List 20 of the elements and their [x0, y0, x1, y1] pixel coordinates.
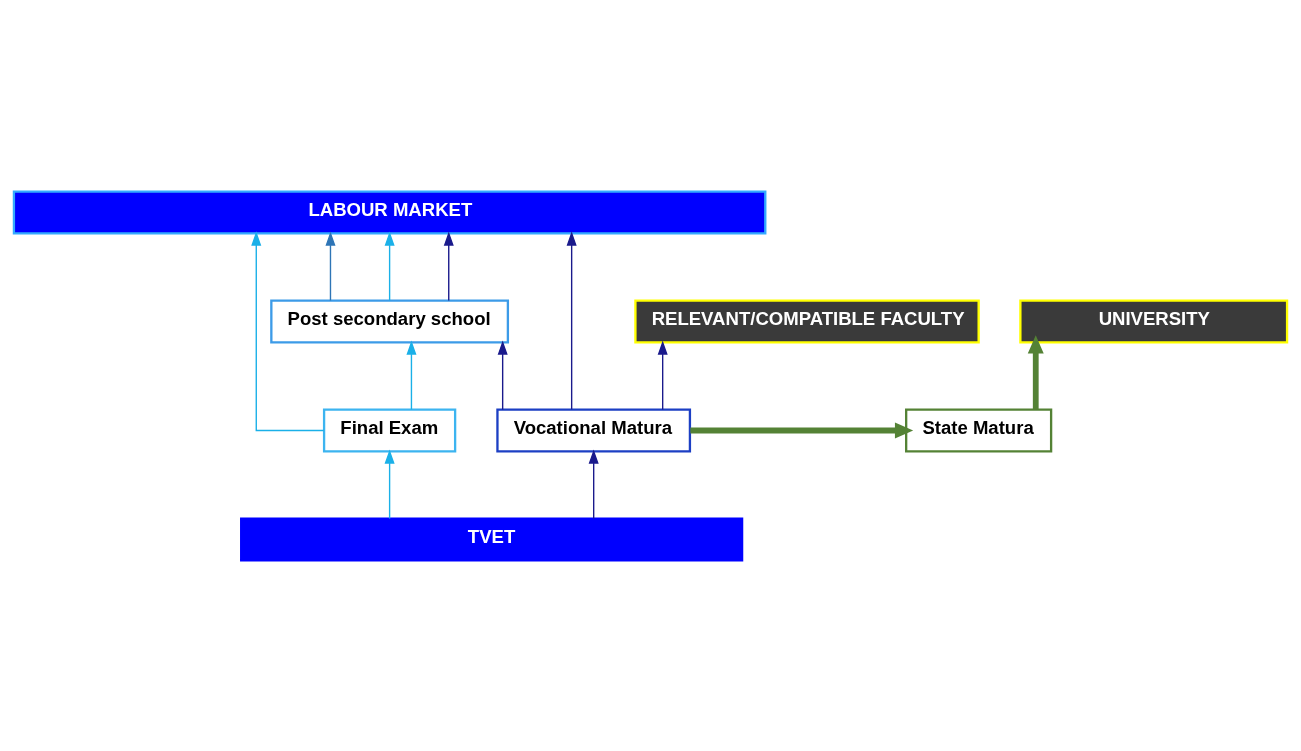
- node-box: State Matura: [905, 407, 1053, 453]
- node-box: RELEVANT/COMPATIBLE FACULTY: [634, 298, 980, 344]
- arrow: [588, 448, 599, 519]
- arrow: [566, 230, 577, 410]
- arrow: [657, 339, 668, 410]
- arrow: [325, 230, 336, 301]
- arrow: [406, 339, 417, 410]
- arrow: [384, 448, 395, 519]
- node-box: Vocational Matura: [496, 407, 692, 453]
- arrow: [384, 230, 395, 301]
- node-box: Post secondary school: [270, 298, 510, 344]
- node-box: Final Exam: [322, 407, 457, 453]
- arrow: [690, 422, 914, 438]
- node-box: UNIVERSITY: [1019, 298, 1289, 344]
- arrow: [443, 230, 454, 301]
- arrow: [497, 339, 508, 410]
- node-box: LABOUR MARKET: [12, 190, 767, 235]
- arrow: [1027, 334, 1044, 410]
- node-box: TVET: [240, 516, 744, 561]
- arrow: [251, 230, 325, 431]
